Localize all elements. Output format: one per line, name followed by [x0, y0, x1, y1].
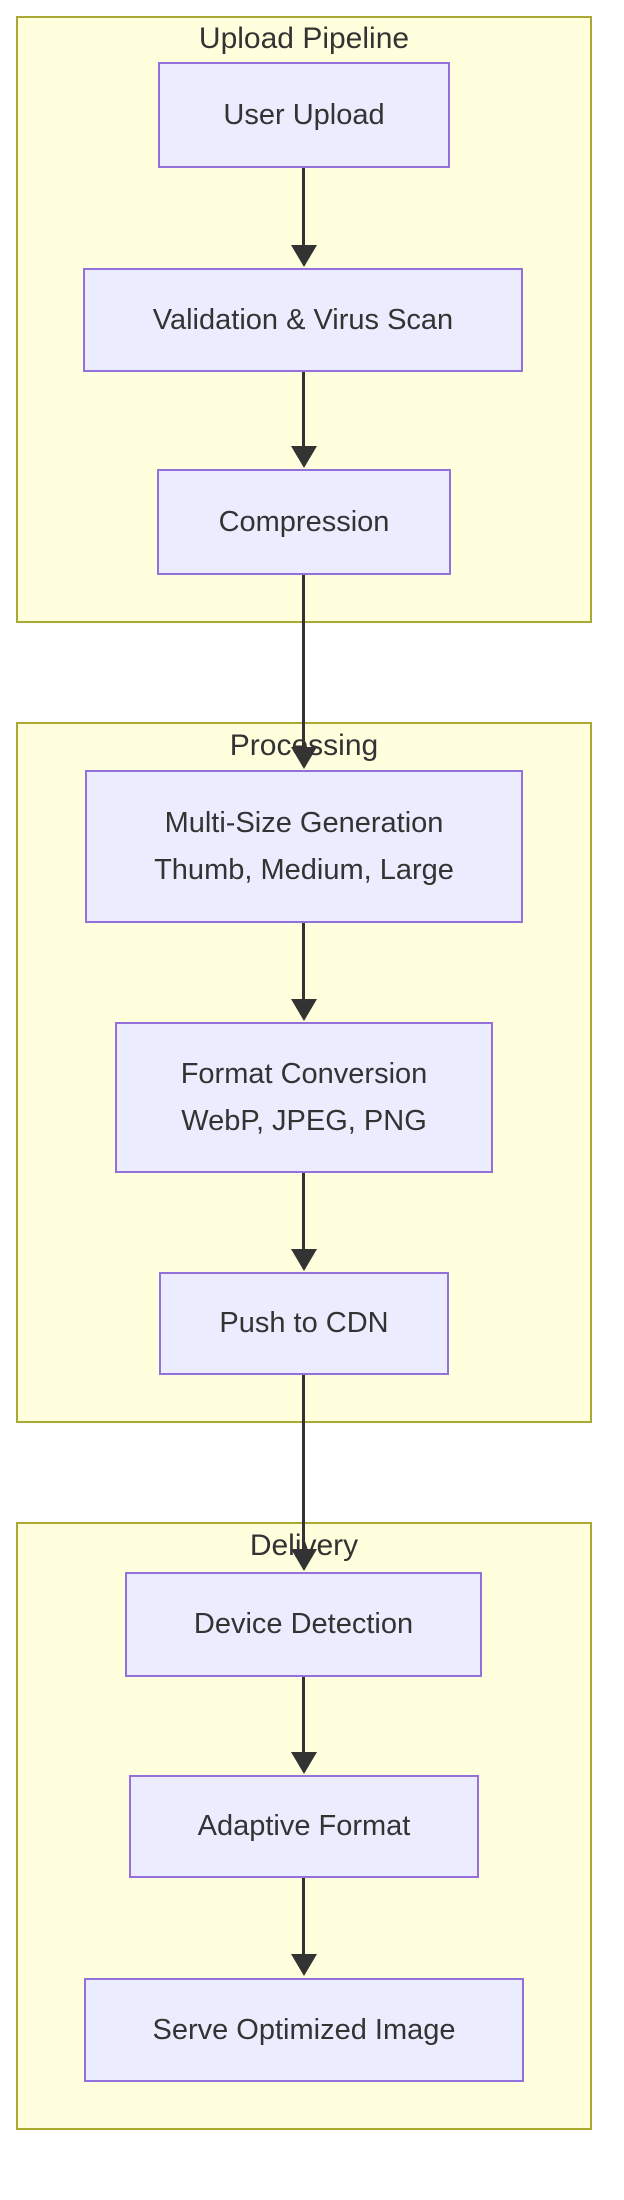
node-validation-virus-scan: Validation & Virus Scan: [83, 268, 523, 372]
node-push-to-cdn: Push to CDN: [159, 1272, 449, 1375]
node-format-conversion: Format Conversion WebP, JPEG, PNG: [115, 1022, 493, 1173]
node-label-line: Multi-Size Generation: [164, 806, 444, 839]
arrowhead-icon: [291, 1752, 317, 1774]
edge-line: [302, 1878, 305, 1958]
node-adaptive-format: Adaptive Format: [129, 1775, 479, 1878]
arrowhead-icon: [291, 446, 317, 468]
arrowhead-icon: [291, 245, 317, 267]
edge-line: [302, 168, 305, 249]
node-user-upload: User Upload: [158, 62, 450, 168]
arrowhead-icon: [291, 747, 317, 769]
arrowhead-icon: [291, 1954, 317, 1976]
node-label-line: Serve Optimized Image: [152, 2013, 456, 2046]
node-label-line: WebP, JPEG, PNG: [181, 1104, 427, 1137]
edge-line: [302, 1375, 305, 1553]
subgraph-title-upload-pipeline: Upload Pipeline: [198, 22, 410, 55]
node-label-line: Thumb, Medium, Large: [154, 853, 454, 886]
edge-line: [302, 923, 305, 1003]
node-compression: Compression: [157, 469, 451, 575]
node-label-line: Format Conversion: [180, 1057, 428, 1090]
node-label-line: Validation & Virus Scan: [152, 303, 454, 336]
node-serve-optimized-image: Serve Optimized Image: [84, 1978, 524, 2082]
node-label-line: Device Detection: [193, 1608, 414, 1640]
node-label-line: Adaptive Format: [197, 1810, 411, 1842]
node-device-detection: Device Detection: [125, 1572, 482, 1677]
edge-line: [302, 372, 305, 450]
edge-line: [302, 1173, 305, 1253]
node-label-line: User Upload: [223, 98, 385, 131]
arrowhead-icon: [291, 1249, 317, 1271]
edge-line: [302, 575, 305, 751]
node-label-line: Compression: [218, 505, 390, 538]
arrowhead-icon: [291, 999, 317, 1021]
node-multi-size-generation: Multi-Size Generation Thumb, Medium, Lar…: [85, 770, 523, 923]
edge-line: [302, 1677, 305, 1756]
arrowhead-icon: [291, 1549, 317, 1571]
node-label-line: Push to CDN: [219, 1307, 389, 1339]
